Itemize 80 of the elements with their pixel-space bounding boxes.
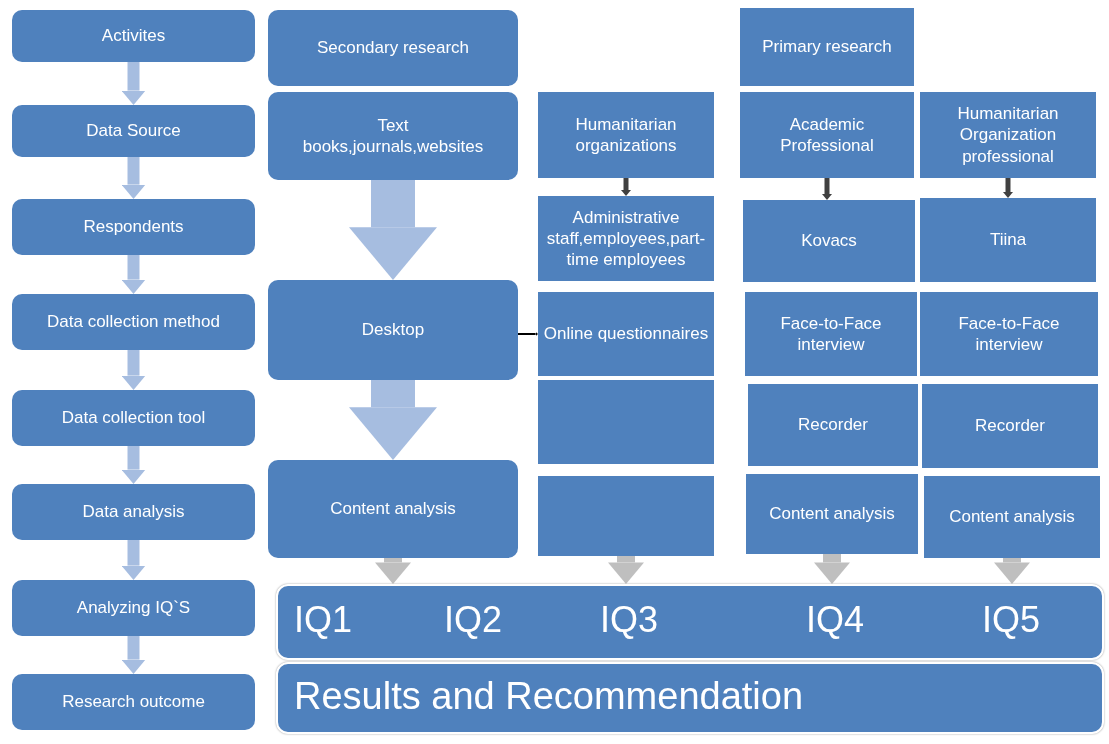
process-box xyxy=(12,294,255,350)
box-label: Data collection method xyxy=(47,311,220,333)
process-box xyxy=(740,8,914,86)
process-box xyxy=(746,474,918,554)
box-label: Primary research xyxy=(762,36,892,58)
arrow xyxy=(121,62,146,105)
process-box xyxy=(743,200,915,282)
process-box xyxy=(748,384,918,466)
box-label: Humanitarian organizations xyxy=(574,113,678,157)
arrow xyxy=(994,558,1030,584)
arrow xyxy=(349,380,437,460)
question-label: IQ4 xyxy=(806,598,865,642)
arrow xyxy=(349,180,437,280)
process-box xyxy=(922,384,1098,468)
box-label: Face-to-Face interview xyxy=(957,312,1061,356)
process-box xyxy=(12,390,255,446)
arrow xyxy=(517,332,538,336)
process-box xyxy=(12,674,255,730)
process-box xyxy=(268,460,518,558)
box-label: Data analysis xyxy=(82,501,185,523)
arrow xyxy=(608,556,644,584)
process-box xyxy=(538,92,714,178)
box-label: Secondary research xyxy=(316,37,470,59)
box-label: Online questionnaires xyxy=(543,323,709,345)
arrow xyxy=(121,350,146,390)
box-label: Face-to-Face interview xyxy=(779,312,883,356)
box-label: Kovacs xyxy=(801,230,857,252)
box-label: Research outcome xyxy=(62,691,205,713)
process-box xyxy=(268,92,518,180)
arrow xyxy=(822,178,832,200)
process-box xyxy=(740,92,914,178)
process-box xyxy=(920,292,1098,376)
box-label: Administrative staff,employees,part-time employees xyxy=(545,206,707,271)
arrow xyxy=(121,446,146,484)
process-box xyxy=(920,92,1096,178)
arrow xyxy=(121,157,146,199)
question-band xyxy=(276,584,1104,660)
box-label: Recorder xyxy=(798,414,868,436)
arrow xyxy=(121,540,146,580)
box-label: Content analysis xyxy=(769,503,895,525)
empty-box xyxy=(538,380,714,464)
box-label: Text xyxy=(377,114,409,136)
box-label: Humanitarian Organization professional xyxy=(956,103,1060,167)
box-label: Respondents xyxy=(83,216,184,238)
box-label: Recorder xyxy=(975,415,1045,437)
process-box xyxy=(12,10,255,62)
box-label: Data collection tool xyxy=(61,407,206,429)
process-box xyxy=(538,292,714,376)
process-box xyxy=(268,280,518,380)
process-box xyxy=(12,580,255,636)
box-label: Content analysis xyxy=(330,498,456,520)
process-box xyxy=(538,196,714,281)
question-label: IQ1 xyxy=(294,598,353,642)
arrow xyxy=(121,255,146,294)
box-label: Results and Recommendation xyxy=(294,674,804,719)
arrow xyxy=(121,636,146,674)
process-box xyxy=(924,476,1100,558)
process-box xyxy=(268,10,518,86)
arrow xyxy=(375,558,411,584)
question-label: IQ2 xyxy=(444,598,503,642)
empty-box xyxy=(538,476,714,556)
process-box xyxy=(12,484,255,540)
box-label: books,journals,websites xyxy=(302,136,484,158)
box-label: Tiina xyxy=(989,229,1027,251)
process-box xyxy=(12,105,255,157)
process-box xyxy=(745,292,917,376)
box-label: Academic Professional xyxy=(779,113,875,157)
question-label: IQ3 xyxy=(600,598,659,642)
box-label: Activites xyxy=(101,25,166,47)
outcome-band xyxy=(276,662,1104,734)
box-label: Data Source xyxy=(86,120,181,142)
arrow xyxy=(814,554,850,584)
question-label: IQ5 xyxy=(982,598,1041,642)
box-label: Analyzing IQ`S xyxy=(76,597,191,619)
box-label: Content analysis xyxy=(949,506,1075,528)
process-box xyxy=(920,198,1096,282)
process-box xyxy=(12,199,255,255)
box-label: Desktop xyxy=(361,319,425,341)
arrow xyxy=(1003,178,1013,198)
arrow xyxy=(621,178,631,196)
